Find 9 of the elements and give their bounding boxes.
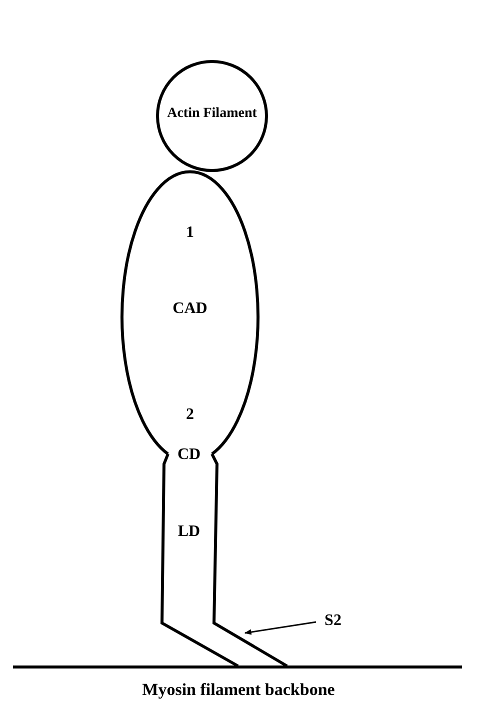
leader-arrow [244, 621, 316, 635]
site-number: 2 [186, 406, 194, 424]
domain-label: LD [178, 523, 200, 541]
s2-label: S2 [324, 612, 342, 630]
domain-label: CD [177, 446, 201, 464]
actin-label: Actin Filament [167, 105, 257, 123]
site-number: 1 [186, 224, 194, 242]
domain-label: CAD [172, 300, 208, 318]
backbone-label: Myosin filament backbone [142, 681, 335, 699]
